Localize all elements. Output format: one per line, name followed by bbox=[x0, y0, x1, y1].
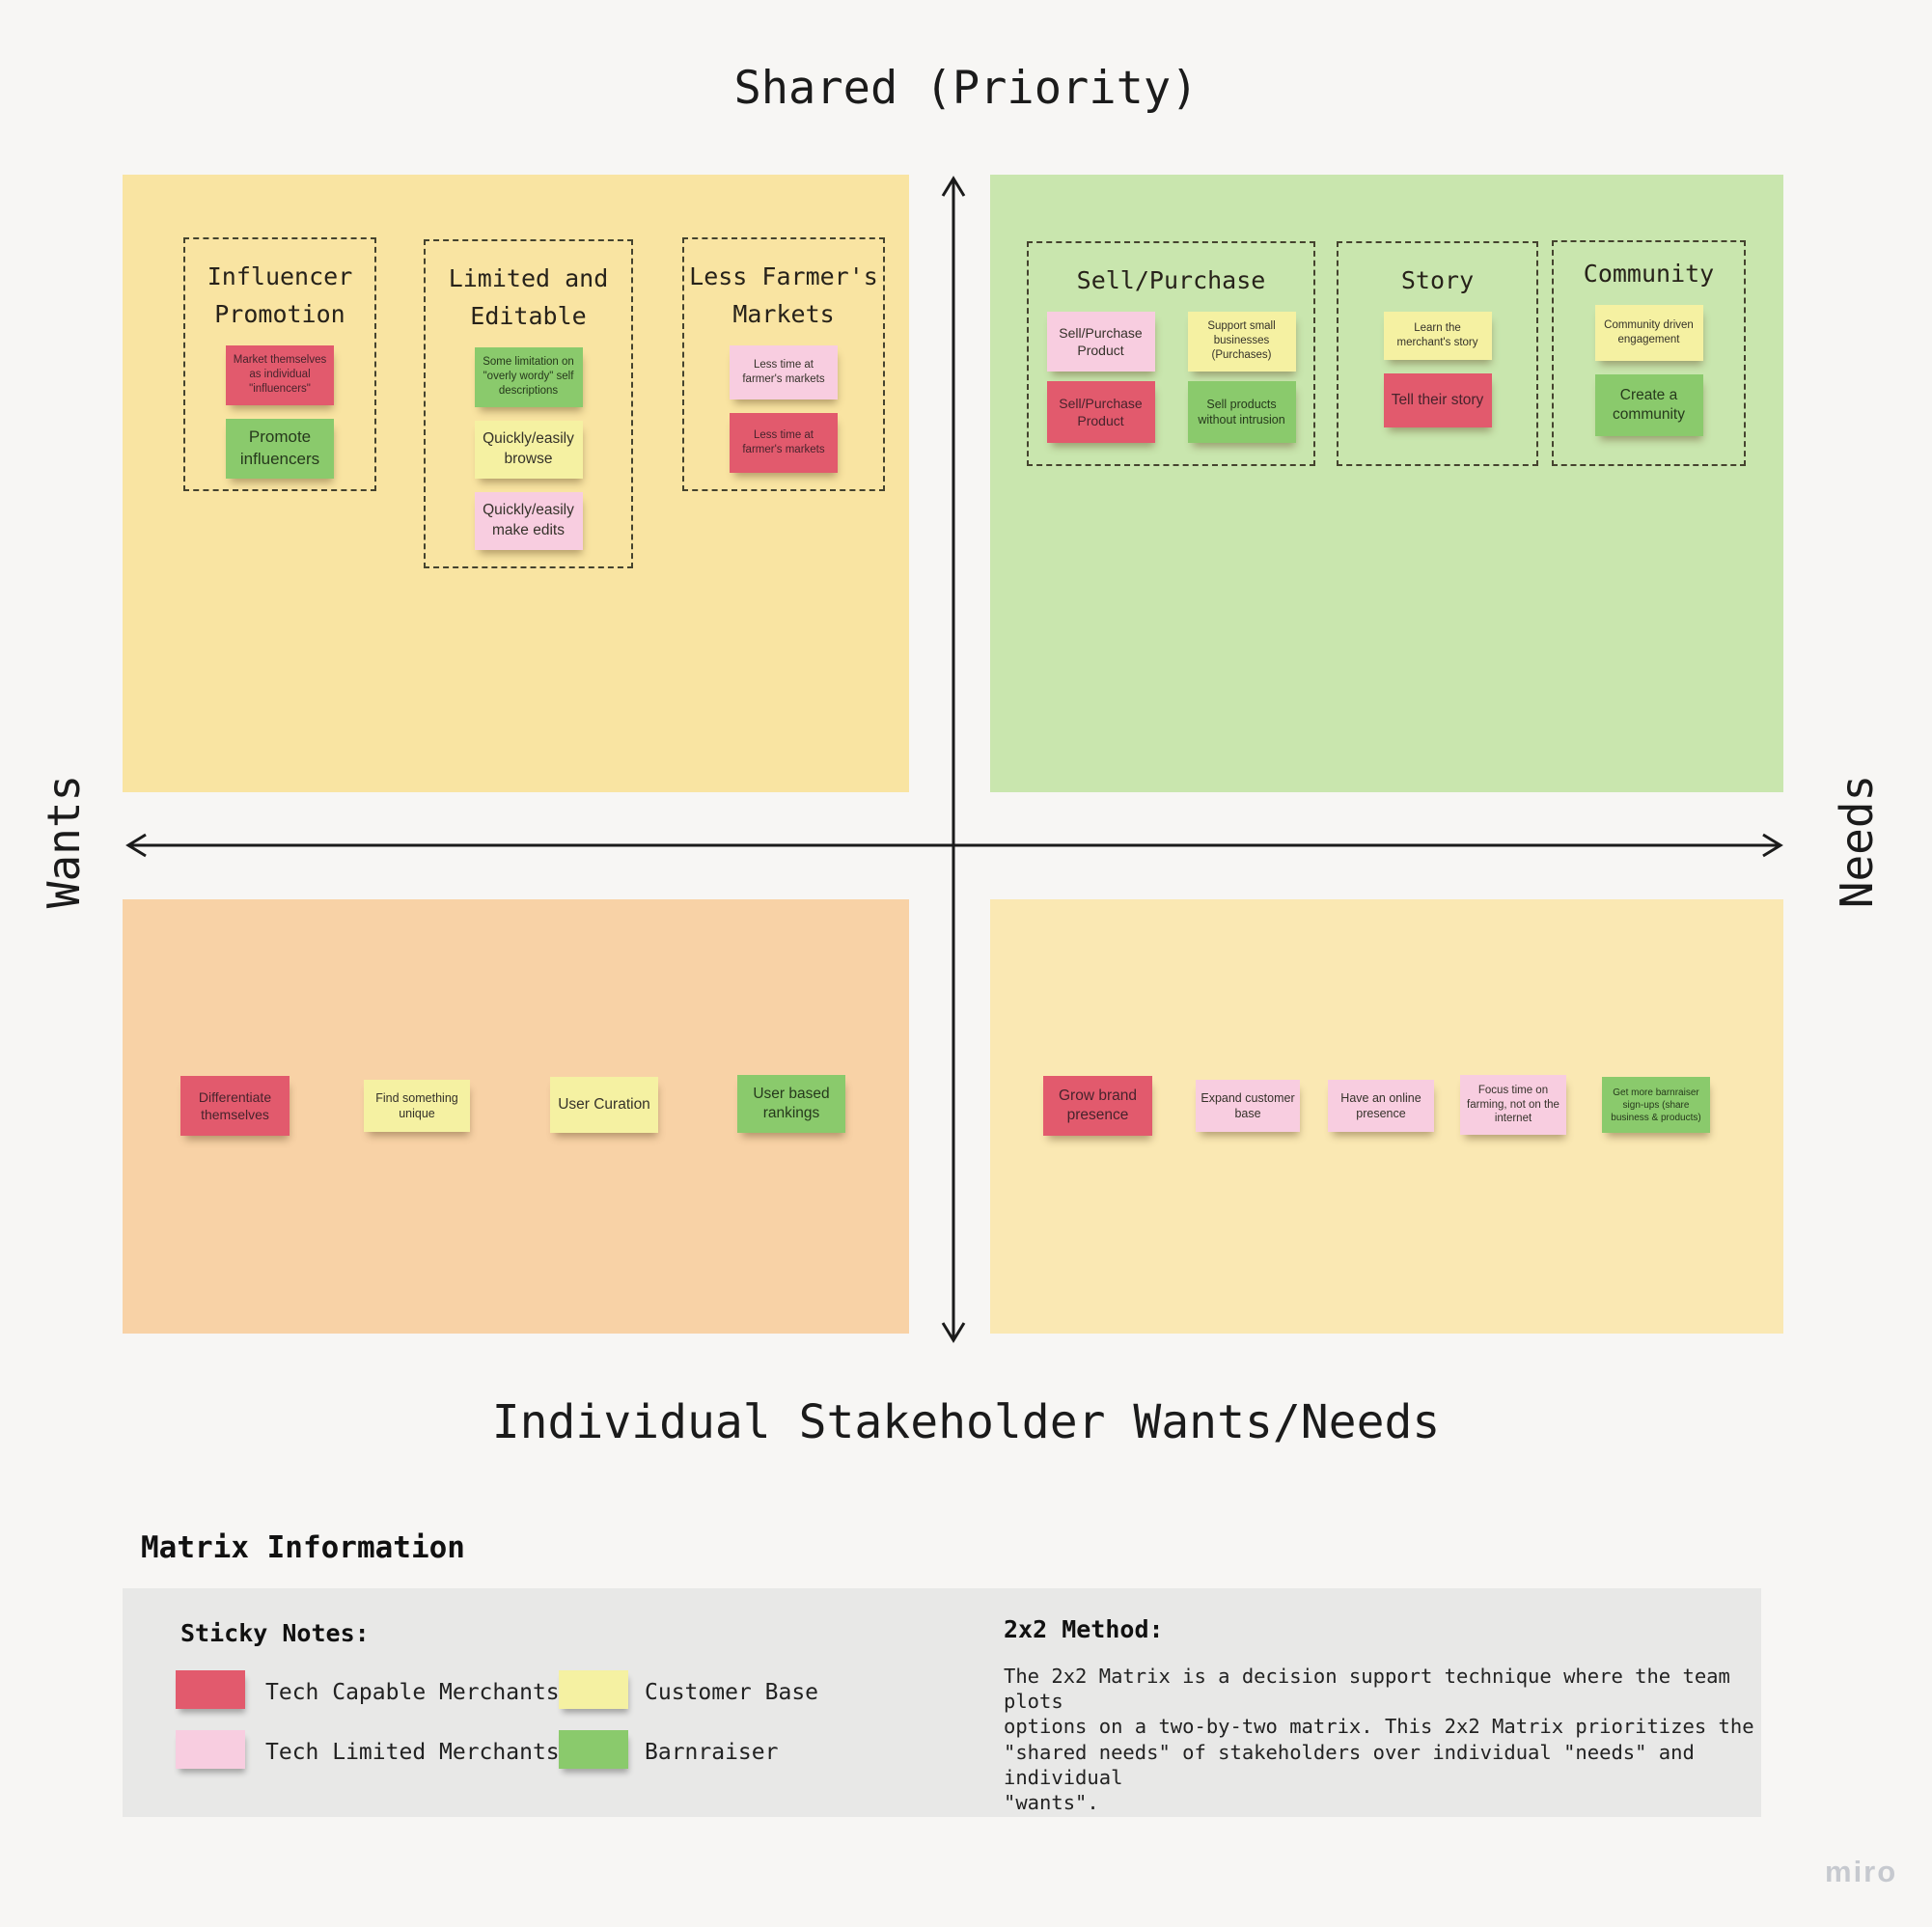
sticky-note[interactable]: User Curation bbox=[550, 1077, 658, 1133]
miro-watermark: miro bbox=[1825, 1855, 1898, 1888]
group-title: Less Farmer's Markets bbox=[689, 262, 878, 328]
sticky-note[interactable]: Less time at farmer's markets bbox=[730, 344, 838, 399]
legend-swatch-barnraiser bbox=[559, 1730, 628, 1769]
legend-label: Barnraiser bbox=[645, 1740, 779, 1765]
legend-swatch-tech-capable bbox=[176, 1670, 245, 1709]
sticky-note[interactable]: Market themselves as individual "influen… bbox=[226, 344, 334, 405]
sticky-note[interactable]: Create a community bbox=[1594, 373, 1703, 436]
sticky-note[interactable]: Find something unique bbox=[364, 1080, 470, 1132]
vertical-axis-arrow[interactable] bbox=[941, 176, 966, 1343]
group-sell-purchase[interactable]: Sell/Purchase Sell/Purchase Product Supp… bbox=[1027, 241, 1315, 466]
sticky-note[interactable]: Tell their story bbox=[1383, 372, 1492, 427]
horizontal-axis-arrow[interactable] bbox=[125, 833, 1783, 858]
method-text: The 2x2 Matrix is a decision support tec… bbox=[1004, 1665, 1754, 1815]
sticky-note[interactable]: Have an online presence bbox=[1328, 1080, 1434, 1132]
group-less-farmers-markets[interactable]: Less Farmer's Markets Less time at farme… bbox=[682, 237, 885, 491]
sticky-note[interactable]: Expand customer base bbox=[1196, 1080, 1300, 1132]
legend-swatch-customer-base bbox=[559, 1670, 628, 1709]
group-title: Influencer Promotion bbox=[207, 262, 353, 328]
top-axis-title: Shared (Priority) bbox=[733, 62, 1199, 115]
legend-label: Tech Capable Merchants bbox=[265, 1680, 560, 1705]
legend-label: Tech Limited Merchants bbox=[265, 1740, 560, 1765]
sticky-grid: Sell/Purchase Product Support small busi… bbox=[1043, 311, 1300, 443]
group-story[interactable]: Story Learn the merchant's story Tell th… bbox=[1337, 241, 1538, 466]
sticky-note[interactable]: Grow brand presence bbox=[1043, 1076, 1152, 1136]
left-axis-label: Wants bbox=[38, 774, 90, 909]
bottom-axis-title: Individual Stakeholder Wants/Needs bbox=[491, 1395, 1441, 1449]
sticky-note[interactable]: Focus time on farming, not on the intern… bbox=[1460, 1075, 1566, 1135]
method-heading: 2x2 Method: bbox=[1004, 1615, 1164, 1643]
sticky-note[interactable]: Differentiate themselves bbox=[180, 1076, 290, 1136]
sticky-note[interactable]: Quickly/easily make edits bbox=[474, 491, 583, 550]
sticky-notes-label: Sticky Notes: bbox=[180, 1619, 370, 1647]
sticky-note[interactable]: Get more barnraiser sign-ups (share busi… bbox=[1602, 1077, 1710, 1133]
legend-label: Customer Base bbox=[645, 1680, 819, 1705]
sticky-note[interactable]: Promote influencers bbox=[226, 418, 334, 479]
group-title: Community bbox=[1583, 260, 1715, 288]
sticky-note[interactable]: Less time at farmer's markets bbox=[730, 412, 838, 473]
info-box: Sticky Notes: Tech Capable Merchants Tec… bbox=[123, 1588, 1761, 1817]
sticky-note[interactable]: Support small businesses (Purchases) bbox=[1187, 311, 1296, 372]
group-community[interactable]: Community Community driven engagement Cr… bbox=[1552, 240, 1746, 466]
group-title: Story bbox=[1400, 266, 1475, 294]
right-axis-label: Needs bbox=[1831, 774, 1883, 909]
sticky-note[interactable]: User based rankings bbox=[737, 1075, 845, 1133]
sticky-note[interactable]: Sell/Purchase Product bbox=[1046, 311, 1155, 372]
sticky-note[interactable]: Sell/Purchase Product bbox=[1046, 380, 1155, 443]
sticky-note[interactable]: Community driven engagement bbox=[1594, 304, 1703, 361]
legend-swatch-tech-limited bbox=[176, 1730, 245, 1769]
info-heading: Matrix Information bbox=[141, 1530, 465, 1565]
group-influencer-promotion[interactable]: Influencer Promotion Market themselves a… bbox=[183, 237, 376, 491]
sticky-note[interactable]: Learn the merchant's story bbox=[1383, 311, 1492, 360]
sticky-note[interactable]: Some limitation on "overly wordy" self d… bbox=[474, 346, 583, 407]
sticky-note[interactable]: Sell products without intrusion bbox=[1187, 380, 1296, 443]
group-title: Limited and Editable bbox=[448, 264, 609, 330]
quadrant-shared-needs[interactable] bbox=[990, 175, 1783, 792]
group-title: Sell/Purchase bbox=[1076, 266, 1266, 294]
sticky-note[interactable]: Quickly/easily browse bbox=[474, 420, 583, 479]
group-limited-and-editable[interactable]: Limited and Editable Some limitation on … bbox=[424, 239, 633, 568]
quadrant-shared-wants[interactable] bbox=[123, 175, 909, 792]
